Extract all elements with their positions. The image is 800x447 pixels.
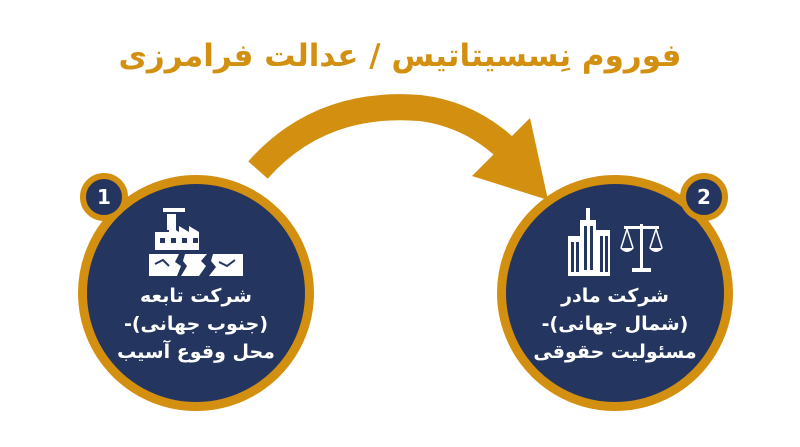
- node-subsidiary-line-2: (جنوب جهانی)-: [123, 313, 269, 335]
- diagram-title: فوروم نِسسیتاتیس / عدالت فرامرزی: [118, 38, 682, 74]
- factory-broken-ground-icon: [149, 208, 243, 276]
- step-badge-1: 1: [80, 173, 128, 221]
- node-subsidiary-line-1: شرکت تابعه: [140, 285, 252, 307]
- node-parent-line-1: شرکت مادر: [561, 285, 669, 307]
- node-subsidiary-label: شرکت تابعه (جنوب جهانی)- محل وقوع آسیب: [97, 282, 295, 366]
- node-parent-label: شرکت مادر (شمال جهانی)- مسئولیت حقوقی: [516, 282, 714, 366]
- node-parent-line-2: (شمال جهانی)-: [541, 313, 689, 335]
- node-subsidiary-line-3: محل وقوع آسیب: [117, 341, 275, 363]
- skyscraper-scales-icon: [568, 208, 663, 276]
- step-badge-2: 2: [680, 173, 728, 221]
- node-parent-line-3: مسئولیت حقوقی: [533, 341, 697, 363]
